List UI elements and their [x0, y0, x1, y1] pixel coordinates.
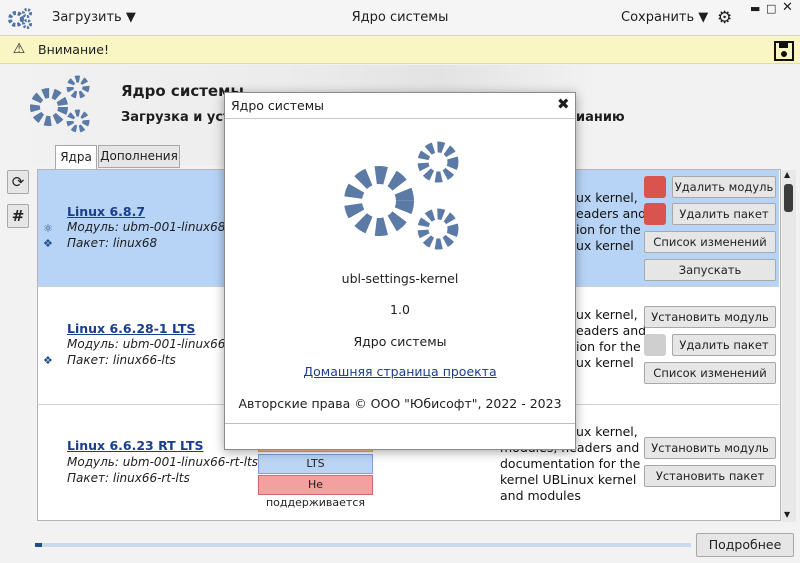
- remove-module-button[interactable]: Удалить модуль: [672, 176, 776, 198]
- load-menu[interactable]: Загрузить ▼: [52, 10, 136, 25]
- page-subtitle: Загрузка и уста: [121, 110, 240, 125]
- description-line: ux kernel,: [576, 424, 638, 439]
- page-title: Ядро системы: [121, 82, 244, 100]
- cloud-download-icon: [644, 334, 666, 356]
- dialog-titlebar: Ядро системы ✖: [225, 93, 575, 119]
- title-bar: Загрузить ▼ Ядро системы Сохранить ▼ ⚙ ▬…: [0, 0, 800, 36]
- description-line: ion for the: [576, 222, 641, 237]
- description-line: documentation for the: [500, 456, 641, 471]
- kernel-name-link[interactable]: Linux 6.8.7: [67, 204, 146, 219]
- details-button[interactable]: Подробнее: [696, 533, 794, 557]
- progress-fill: [35, 543, 42, 547]
- description-line: ux kernel,: [576, 190, 638, 205]
- warning-bar: ⚠ Внимание!: [0, 36, 800, 64]
- cloud-download-icon: [644, 203, 666, 225]
- homepage-link[interactable]: Домашняя страница проекта: [303, 364, 497, 379]
- lts-tag: LTS: [258, 454, 373, 474]
- kernel-module: Модуль: ubm-001-linux68: [67, 220, 226, 234]
- description-line: eaders and: [576, 323, 647, 338]
- kernel-description: ux kernel, eaders and ion for the ux ker…: [576, 190, 646, 254]
- gear-icon[interactable]: ⚙: [717, 8, 733, 28]
- description-line: ux kernel,: [576, 307, 638, 322]
- copyright: Авторские права © ООО "Юбисофт", 2022 - …: [238, 396, 562, 411]
- app-version: 1.0: [390, 302, 410, 317]
- changelog-button[interactable]: Список изменений: [644, 231, 776, 253]
- unsupported-tag: Не поддерживается: [258, 475, 373, 509]
- module-box-icon: ⚛: [43, 222, 53, 235]
- kernel-gears-icon: [30, 75, 90, 133]
- scrollbar-thumb[interactable]: [784, 184, 793, 212]
- changelog-button[interactable]: Список изменений: [644, 362, 776, 384]
- chevron-down-icon: ▼: [698, 10, 709, 25]
- scrollbar[interactable]: ▲ ▼: [782, 170, 796, 522]
- refresh-icon[interactable]: ⟳: [7, 170, 29, 194]
- warning-text: Внимание!: [38, 42, 109, 57]
- save-menu[interactable]: Сохранить ▼: [621, 10, 708, 25]
- kernel-package: Пакет: linux66-lts: [67, 353, 176, 367]
- kernel-package: Пакет: linux66-rt-lts: [67, 471, 190, 485]
- tab-kernels-label: Ядра: [60, 150, 92, 164]
- kernel-module: Модуль: ubm-001-linux66-l: [67, 337, 234, 351]
- chevron-down-icon: ▼: [125, 10, 136, 25]
- app-logo-icon: [8, 8, 32, 29]
- launch-button[interactable]: Запускать: [644, 259, 776, 281]
- app-logo-icon: [344, 141, 459, 250]
- minimize-icon[interactable]: ▬: [750, 2, 761, 15]
- tab-addons-label: Дополнения: [100, 149, 178, 163]
- save-disk-icon[interactable]: [773, 40, 795, 62]
- app-description: Ядро системы: [353, 334, 447, 349]
- kernel-name-link[interactable]: Linux 6.6.23 RT LTS: [67, 438, 204, 453]
- kernel-module: Модуль: ubm-001-linux66-rt-lts: [67, 455, 259, 469]
- tab-addons[interactable]: Дополнения: [98, 145, 180, 168]
- save-menu-label: Сохранить: [621, 10, 695, 25]
- page-subtitle-tail: ианию: [576, 110, 625, 125]
- warning-icon: ⚠: [12, 41, 26, 57]
- package-box-icon: ❖: [43, 354, 53, 367]
- dialog-title: Ядро системы: [231, 98, 325, 113]
- dialog-divider: [225, 423, 575, 424]
- kernel-description: ux kernel, eaders and ion for the ux ker…: [576, 307, 646, 371]
- install-module-button[interactable]: Установить модуль: [644, 306, 776, 328]
- remove-package-button[interactable]: Удалить пакет: [672, 203, 776, 225]
- description-line: ux kernel: [576, 355, 634, 370]
- package-box-icon: ❖: [43, 237, 53, 250]
- install-module-button[interactable]: Установить модуль: [644, 437, 776, 459]
- progress-bar: [35, 543, 691, 547]
- homepage-link-wrap: Домашняя страница проекта: [225, 364, 575, 379]
- app-name: ubl-settings-kernel: [341, 271, 459, 286]
- kernel-package: Пакет: linux68: [67, 236, 158, 250]
- tab-kernels[interactable]: Ядра: [55, 145, 97, 169]
- kernel-name-link[interactable]: Linux 6.6.28-1 LTS: [67, 321, 196, 336]
- description-line: and modules: [500, 488, 581, 503]
- description-line: kernel UBLinux kernel: [500, 472, 637, 487]
- cloud-download-icon: [644, 176, 666, 198]
- description-line: ion for the: [576, 339, 641, 354]
- about-dialog: Ядро системы ✖ ubl-settings-kernel 1.0 Я…: [224, 92, 576, 450]
- install-package-button[interactable]: Установить пакет: [644, 465, 776, 487]
- scroll-down-icon[interactable]: ▼: [784, 510, 791, 519]
- close-window-icon[interactable]: ✕: [782, 0, 793, 15]
- scroll-up-icon[interactable]: ▲: [784, 170, 791, 179]
- description-line: ux kernel: [576, 238, 634, 253]
- hash-icon[interactable]: #: [7, 204, 29, 228]
- window-title: Ядро системы: [351, 10, 449, 25]
- remove-package-button[interactable]: Удалить пакет: [672, 334, 776, 356]
- maximize-icon[interactable]: □: [766, 2, 777, 15]
- close-icon[interactable]: ✖: [557, 95, 570, 113]
- load-menu-label: Загрузить: [52, 10, 122, 25]
- description-line: eaders and: [576, 206, 647, 221]
